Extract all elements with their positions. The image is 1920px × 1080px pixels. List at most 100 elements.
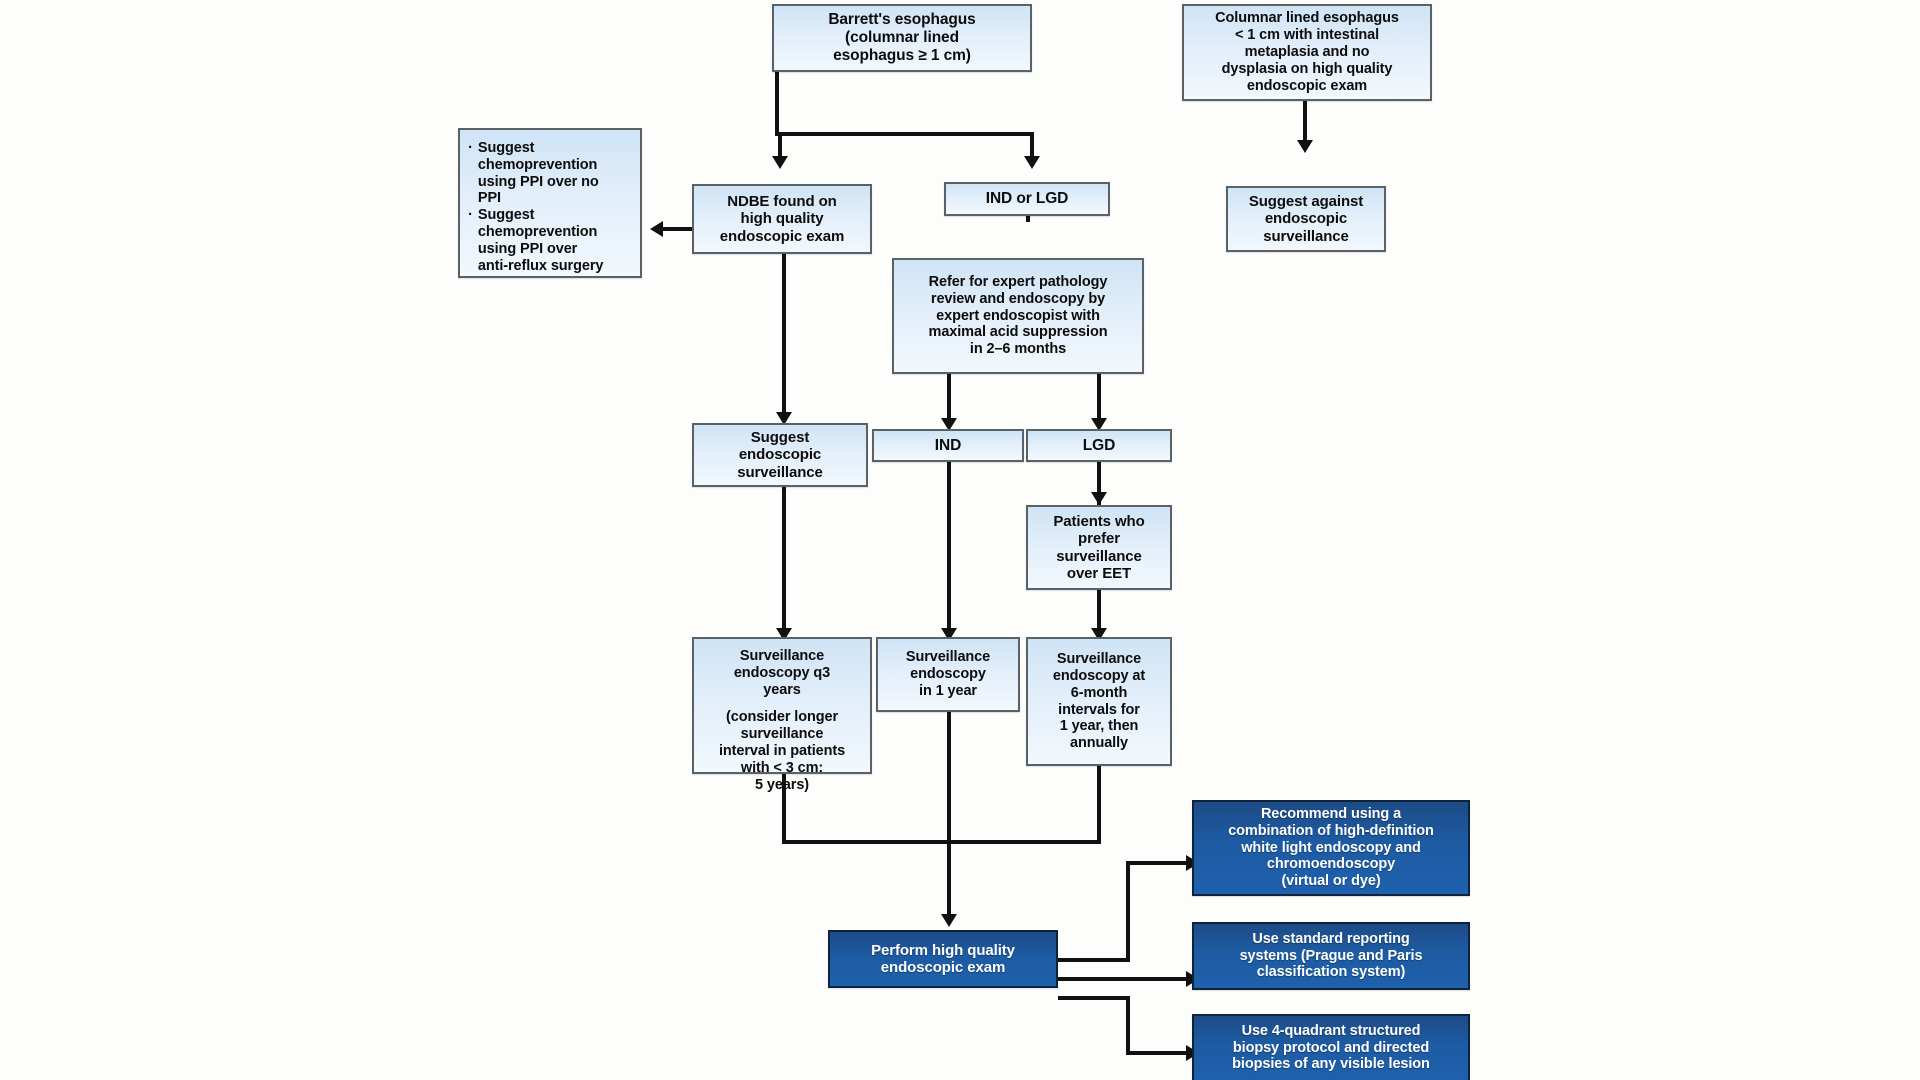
node-barretts-esophagus[interactable]: Barrett's esophagus (columnar lined esop… [772, 4, 1032, 72]
chemo-b2-l4: anti-reflux surgery [477, 257, 604, 274]
node-standard-reporting-systems[interactable]: Use standard reporting systems (Prague a… [1192, 922, 1470, 990]
arrow-to-ind-or-lgd [1024, 156, 1040, 169]
connector-perform-out-middle [1058, 977, 1192, 981]
barretts-line-1: Barrett's esophagus [828, 11, 976, 29]
node-perform-high-quality-exam[interactable]: Perform high quality endoscopic exam [828, 930, 1058, 988]
arrow-to-ind [941, 418, 957, 431]
node-ind[interactable]: IND [872, 429, 1024, 462]
node-lgd[interactable]: LGD [1026, 429, 1172, 462]
connector-refer-to-ind [947, 374, 951, 426]
recommend-line-1: Recommend using a [1260, 805, 1402, 822]
perform-line-2: endoscopic exam [880, 959, 1006, 976]
arrow-to-lgd [1091, 418, 1107, 431]
connector-suggest-surveillance-down [782, 487, 786, 635]
node-four-quadrant-biopsy[interactable]: Use 4-quadrant structured biopsy protoco… [1192, 1014, 1470, 1080]
node-columnar-lined-short[interactable]: Columnar lined esophagus < 1 cm with int… [1182, 4, 1432, 101]
arrow-to-perform-exam [941, 914, 957, 927]
chemo-b1-l2: chemoprevention [477, 156, 598, 173]
surv-6mo-line-5: 1 year, then [1059, 718, 1139, 735]
node-chemoprevention[interactable]: · Suggest chemoprevention using PPI over… [458, 128, 642, 278]
columnar-line-2: < 1 cm with intestinal [1234, 27, 1380, 44]
surv-6mo-line-4: intervals for [1058, 701, 1140, 718]
surv-q3-line-3: years [763, 681, 801, 698]
refer-line-1: Refer for expert pathology [928, 273, 1108, 290]
surv-q3-line-1: Surveillance [739, 648, 825, 664]
surv-q3-line-7: with < 3 cm: [740, 759, 824, 776]
node-ndbe-found[interactable]: NDBE found on high quality endoscopic ex… [692, 184, 872, 254]
connector-perform-out-top [1058, 958, 1130, 962]
perform-line-1: Perform high quality [871, 941, 1015, 959]
standard-reporting-line-3: classification system) [1256, 964, 1406, 981]
chemo-b1-l3: using PPI over no [477, 173, 599, 190]
recommend-line-3: white light endoscopy and [1241, 839, 1421, 856]
columnar-line-1: Columnar lined esophagus [1215, 10, 1399, 27]
connector-perform-out-bottom [1058, 996, 1130, 1000]
patients-prefer-line-1: Patients who [1053, 512, 1145, 530]
standard-reporting-line-1: Use standard reporting [1252, 930, 1410, 947]
suggest-surveillance-line-3: surveillance [737, 463, 823, 481]
standard-reporting-line-2: systems (Prague and Paris [1239, 947, 1423, 964]
connector-lgd-down [1097, 462, 1101, 506]
refer-line-5: in 2–6 months [969, 341, 1067, 358]
chemo-b2-l3: using PPI over [477, 240, 578, 257]
barretts-line-2: (columnar lined [845, 29, 959, 47]
node-suggest-endoscopic-surveillance[interactable]: Suggest endoscopic surveillance [692, 423, 868, 487]
refer-line-2: review and endoscopy by [930, 290, 1106, 307]
connector-6mo-to-bus [1097, 766, 1101, 844]
connector-split-left-drop [778, 132, 782, 160]
ind-label: IND [934, 436, 962, 454]
connector-refer-to-lgd [1097, 374, 1101, 426]
columnar-line-5: endoscopic exam [1246, 77, 1368, 94]
lgd-label: LGD [1082, 436, 1116, 454]
bullet-dot-icon: · [468, 206, 473, 224]
ndbe-line-2: high quality [740, 210, 824, 228]
chemo-b1-l4: PPI [477, 190, 501, 207]
connector-q3-to-bus [782, 774, 786, 844]
connector-perform-top-to-box1 [1126, 861, 1192, 865]
connector-ndbe-down [782, 254, 786, 417]
bullet-dot-icon: · [468, 139, 473, 156]
patients-prefer-line-4: over EET [1066, 564, 1132, 582]
node-patients-prefer-surveillance[interactable]: Patients who prefer surveillance over EE… [1026, 505, 1172, 590]
suggest-surveillance-line-2: endoscopic [738, 446, 822, 464]
node-surveillance-1-year[interactable]: Surveillance endoscopy in 1 year [876, 637, 1020, 712]
surv-q3-line-6: interval in patients [718, 743, 846, 760]
columnar-line-4: dysplasia on high quality [1221, 60, 1393, 77]
ndbe-line-3: endoscopic exam [719, 227, 845, 245]
chemoprevention-bullet-2: · Suggest chemoprevention using PPI over… [468, 207, 603, 274]
node-suggest-against-surveillance[interactable]: Suggest against endoscopic surveillance [1226, 186, 1386, 252]
four-quadrant-line-2: biopsy protocol and directed [1232, 1039, 1430, 1056]
chemoprevention-bullet-2-text: Suggest chemoprevention using PPI over a… [477, 207, 604, 274]
node-ind-or-lgd[interactable]: IND or LGD [944, 182, 1110, 216]
patients-prefer-line-3: surveillance [1056, 547, 1142, 565]
arrow-to-suggest-against [1297, 140, 1313, 153]
suggest-against-line-3: surveillance [1263, 227, 1349, 245]
ndbe-line-1: NDBE found on [727, 192, 837, 210]
barretts-line-3: esophagus ≥ 1 cm) [833, 46, 971, 64]
arrow-to-suggest-surveillance [776, 412, 792, 425]
refer-line-4: maximal acid suppression [928, 324, 1108, 341]
suggest-against-line-1: Suggest against [1248, 192, 1364, 210]
surv-6mo-line-1: Surveillance [1056, 651, 1142, 668]
arrow-to-patients-prefer [1091, 492, 1107, 505]
connector-perform-bottom-to-box3 [1126, 1051, 1192, 1055]
chemoprevention-bullet-1-text: Suggest chemoprevention using PPI over n… [478, 140, 599, 207]
surv-1y-line-2: endoscopy [910, 666, 986, 683]
connector-patients-prefer-down [1097, 590, 1101, 635]
suggest-surveillance-line-1: Suggest [750, 428, 810, 446]
node-surveillance-q3[interactable]: Surveillance endoscopy q3 years (conside… [692, 637, 872, 793]
chemoprevention-bullet-1: · Suggest chemoprevention using PPI over… [468, 139, 599, 207]
columnar-line-3: metaplasia and no [1244, 44, 1370, 61]
connector-perform-up-riser [1126, 861, 1130, 962]
recommend-line-5: (virtual or dye) [1281, 873, 1381, 890]
chemo-b1-l1: Suggest [477, 140, 535, 156]
node-refer-expert[interactable]: Refer for expert pathology review and en… [892, 258, 1144, 374]
connector-bus-to-perform [947, 840, 951, 920]
four-quadrant-line-3: biopsies of any visible lesion [1232, 1056, 1430, 1073]
node-surveillance-6-month[interactable]: Surveillance endoscopy at 6-month interv… [1026, 637, 1172, 766]
connector-1y-to-bus [947, 712, 951, 844]
chemo-b2-l2: chemoprevention [477, 224, 598, 241]
node-recommend-combination[interactable]: Recommend using a combination of high-de… [1192, 800, 1470, 896]
connector-bottom-merge-bus [782, 840, 1101, 844]
